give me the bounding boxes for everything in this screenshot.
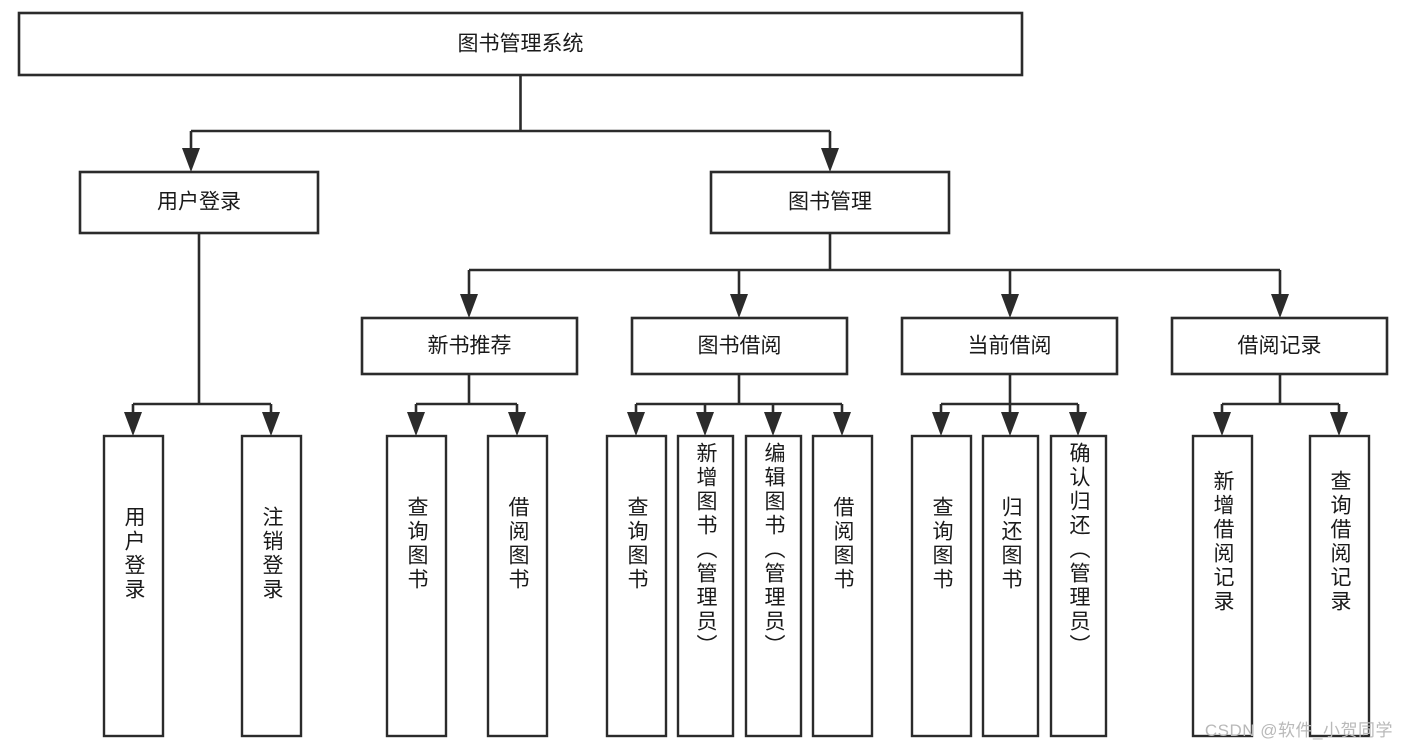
arrow-leaf-logout xyxy=(262,412,280,436)
node-book-borrow-box xyxy=(630,316,849,376)
node-root-system[interactable]: 图书管理系统 xyxy=(17,11,1024,77)
connector-currentborrow-to-leaves xyxy=(932,374,1087,436)
leaf-box-user-login[interactable] xyxy=(102,434,165,738)
node-current-borrow-label: 当前借阅 xyxy=(968,335,1052,358)
node-borrow-record[interactable]: 借阅记录 xyxy=(1170,316,1389,376)
leaf-box-query-book-b[interactable] xyxy=(605,434,668,738)
arrow-leaf-query-book-c xyxy=(932,412,950,436)
arrow-leaf-confirm-return xyxy=(1069,412,1087,436)
node-current-borrow-box xyxy=(900,316,1119,376)
arrow-leaf-query-book-b xyxy=(627,412,645,436)
node-book-manage[interactable]: 图书管理 xyxy=(709,170,951,235)
arrow-leaf-borrow-book-a xyxy=(508,412,526,436)
arrow-to-book-borrow xyxy=(730,294,748,318)
arrow-leaf-add-book xyxy=(696,412,714,436)
node-book-borrow-label: 图书借阅 xyxy=(698,335,782,358)
arrow-leaf-query-book-a xyxy=(407,412,425,436)
node-borrow-record-box xyxy=(1170,316,1389,376)
arrow-to-new-book xyxy=(460,294,478,318)
connector-userlogin-to-leaves xyxy=(124,233,280,436)
node-user-login[interactable]: 用户登录 xyxy=(78,170,320,235)
arrow-leaf-edit-book xyxy=(764,412,782,436)
node-borrow-record-label: 借阅记录 xyxy=(1238,335,1322,358)
connector-newbook-to-leaves xyxy=(407,374,526,436)
leaf-box-query-book-a[interactable] xyxy=(385,434,448,738)
leaf-box-confirm-return[interactable] xyxy=(1049,434,1108,738)
csdn-watermark: CSDN @软件_小贺同学 xyxy=(1204,721,1393,740)
node-user-login-box xyxy=(78,170,320,235)
leaf-box-add-record[interactable] xyxy=(1191,434,1254,738)
leaf-box-logout-login[interactable] xyxy=(240,434,303,738)
leaf-box-return-book[interactable] xyxy=(981,434,1040,738)
leaf-box-query-book-c[interactable] xyxy=(910,434,973,738)
connector-bookmanage-to-level3 xyxy=(460,233,1289,318)
arrow-leaf-query-record xyxy=(1330,412,1348,436)
connector-borrowrecord-to-leaves xyxy=(1213,374,1348,436)
node-book-manage-box xyxy=(709,170,951,235)
arrow-leaf-return-book xyxy=(1001,412,1019,436)
arrow-leaf-add-record xyxy=(1213,412,1231,436)
leaf-box-edit-book[interactable] xyxy=(744,434,803,738)
node-book-manage-label: 图书管理 xyxy=(788,191,872,214)
node-root-box xyxy=(17,11,1024,77)
arrow-leaf-user-login xyxy=(124,412,142,436)
connector-bookborrow-to-leaves xyxy=(627,374,851,436)
arrow-to-current-borrow xyxy=(1001,294,1019,318)
arrow-to-borrow-record xyxy=(1271,294,1289,318)
arrow-leaf-borrow-book-b xyxy=(833,412,851,436)
node-new-book-recommend-label: 新书推荐 xyxy=(428,335,512,358)
node-root-label: 图书管理系统 xyxy=(458,33,584,56)
node-book-borrow[interactable]: 图书借阅 xyxy=(630,316,849,376)
leaf-box-add-book[interactable] xyxy=(676,434,735,738)
node-current-borrow[interactable]: 当前借阅 xyxy=(900,316,1119,376)
leaf-box-borrow-book-b[interactable] xyxy=(811,434,874,738)
node-new-book-recommend-box xyxy=(360,316,579,376)
arrow-to-book-manage xyxy=(821,148,839,172)
node-new-book-recommend[interactable]: 新书推荐 xyxy=(360,316,579,376)
node-user-login-label: 用户登录 xyxy=(157,191,241,214)
arrow-to-user-login xyxy=(182,148,200,172)
leaf-box-query-record[interactable] xyxy=(1308,434,1371,738)
connector-root-to-level2 xyxy=(182,75,839,172)
leaf-box-borrow-book-a[interactable] xyxy=(486,434,549,738)
